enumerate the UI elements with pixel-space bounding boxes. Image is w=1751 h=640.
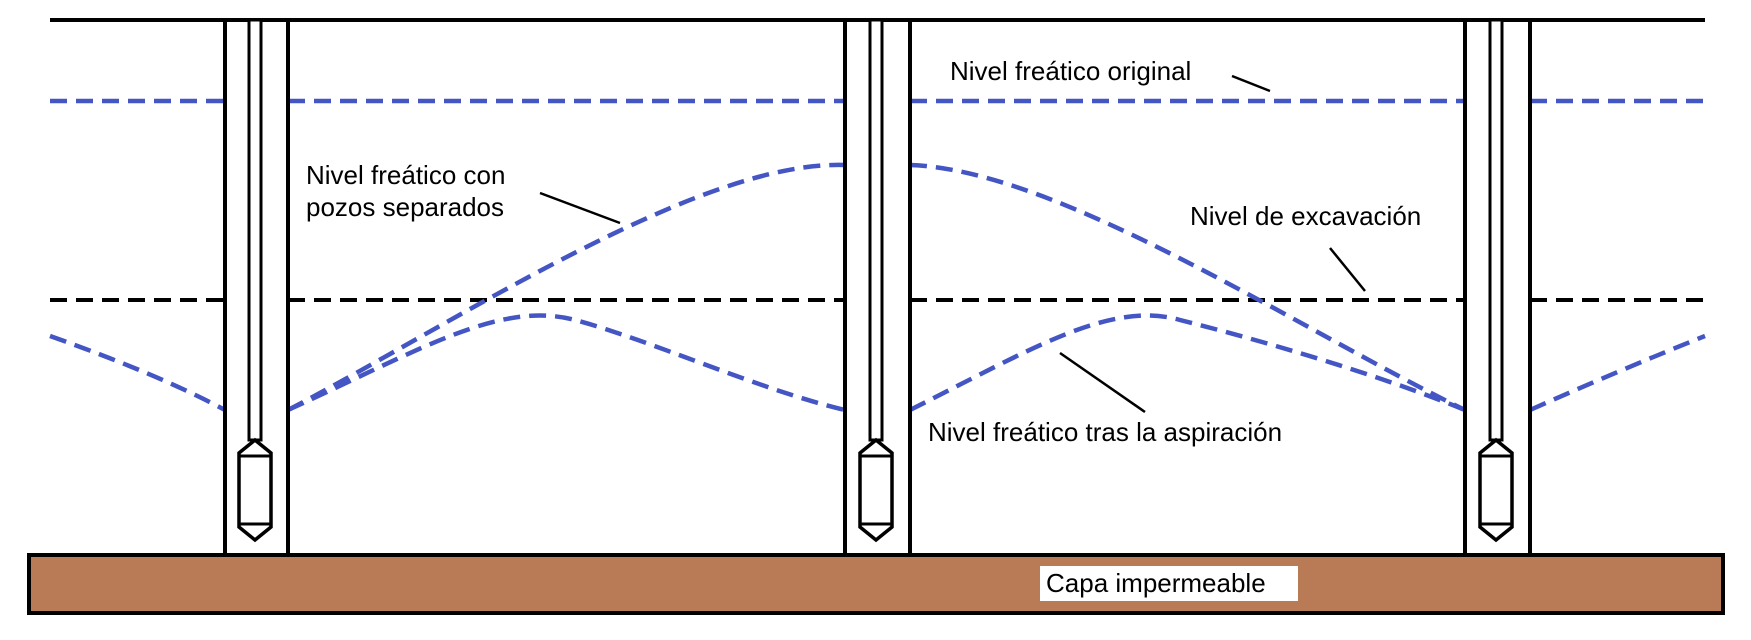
- label-original-water-table: Nivel freático original: [950, 56, 1191, 86]
- label-impermeable-layer: Capa impermeable: [1046, 568, 1266, 598]
- label-excavation-level: Nivel de excavación: [1190, 201, 1421, 231]
- leader-after-pumping: [1059, 351, 1146, 414]
- leader-excavation: [1329, 247, 1366, 292]
- label-separated-wells-line1: Nivel freático con: [306, 160, 505, 190]
- impermeable-layer: [27, 553, 1725, 615]
- pump-icon: [1478, 437, 1514, 543]
- water-table-after-pumping: [49, 313, 1706, 413]
- water-table-separated-wells: [286, 162, 1466, 413]
- well-1: [223, 18, 290, 557]
- pump-icon: [858, 437, 894, 543]
- impermeable-label-background: [1040, 566, 1298, 601]
- label-separated-wells-line2: pozos separados: [306, 192, 504, 222]
- leader-original: [1231, 74, 1271, 93]
- pump-icon: [237, 437, 273, 543]
- well-2: [843, 18, 912, 557]
- leader-separated-wells: [539, 191, 621, 225]
- well-3: [1463, 18, 1532, 557]
- label-after-pumping: Nivel freático tras la aspiración: [928, 417, 1282, 447]
